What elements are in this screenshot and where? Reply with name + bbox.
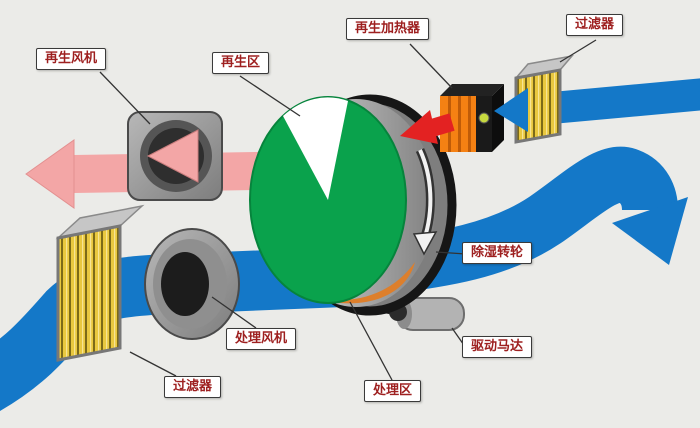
label-filter-top: 过滤器 bbox=[566, 14, 624, 36]
label-regen-fan: 再生风机 bbox=[36, 48, 107, 70]
heater-indicator-light bbox=[478, 112, 490, 124]
filter-bottom-pleats bbox=[56, 224, 122, 362]
regen-fan-inner-arrowhead bbox=[146, 129, 199, 183]
leader-regen-fan bbox=[99, 71, 151, 125]
label-regen-zone: 再生区 bbox=[212, 52, 270, 74]
label-dehumid-wheel: 除湿转轮 bbox=[462, 242, 533, 264]
regen-inlet-arrowhead bbox=[494, 88, 528, 132]
desiccant-wheel-icon bbox=[249, 94, 457, 316]
supply-air-arrow bbox=[367, 146, 688, 296]
rotation-arrowhead bbox=[412, 231, 438, 256]
label-process-fan: 处理风机 bbox=[226, 328, 297, 350]
hot-air-arrowhead bbox=[400, 110, 438, 144]
leader-filter-top bbox=[559, 39, 597, 63]
heater-side-face bbox=[492, 84, 504, 152]
supply-air-band bbox=[367, 146, 678, 296]
leader-regen-zone bbox=[239, 75, 301, 117]
label-drive-motor: 驱动马达 bbox=[462, 336, 533, 358]
regen-exhaust-arrowhead bbox=[25, 139, 75, 209]
heater-stripe-2 bbox=[458, 96, 461, 152]
heater-stripe-3 bbox=[468, 96, 471, 152]
wheel-regen-sector bbox=[283, 97, 348, 200]
regen-fan-icon bbox=[127, 111, 223, 201]
leader-process-zone bbox=[349, 301, 393, 381]
label-regen-heater: 再生加热器 bbox=[346, 18, 430, 40]
hot-air-band bbox=[429, 113, 455, 137]
leader-dehumid-wheel bbox=[435, 251, 467, 255]
heater-black-panel bbox=[476, 96, 492, 152]
supply-air-arrowhead bbox=[612, 197, 688, 265]
hot-air-arrow bbox=[400, 110, 455, 144]
leader-regen-heater bbox=[409, 43, 453, 89]
label-filter-bottom: 过滤器 bbox=[164, 376, 222, 398]
leader-lines bbox=[99, 39, 597, 381]
label-process-zone: 处理区 bbox=[364, 380, 422, 402]
process-fan-icon bbox=[144, 228, 240, 340]
process-fan-bore bbox=[161, 252, 209, 316]
wheel-bottom-glow bbox=[330, 262, 415, 304]
leader-process-fan bbox=[211, 296, 257, 329]
rotation-arrow-icon bbox=[418, 149, 433, 241]
heater-top-face bbox=[440, 84, 504, 96]
leader-filter-bottom bbox=[129, 351, 177, 377]
filter-bottom-icon bbox=[55, 204, 145, 362]
